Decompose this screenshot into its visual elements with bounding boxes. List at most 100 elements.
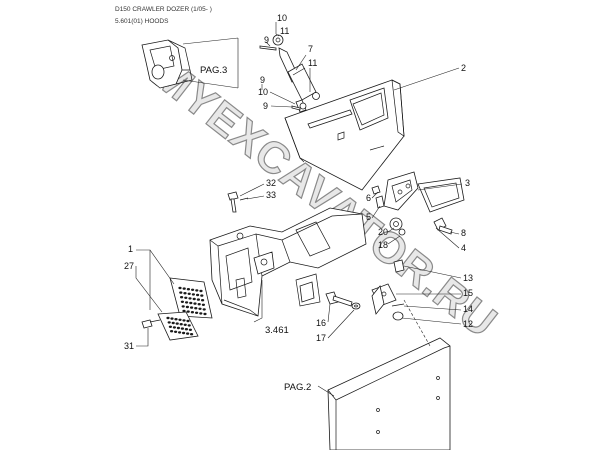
grille-hole [199,289,203,293]
grille-hole [184,328,188,331]
grille-drawing [141,277,213,341]
grille-hole [187,292,191,295]
grille-hole [176,326,180,330]
grille-hole [170,330,174,333]
hood-panel-drawing [284,79,405,191]
grille-hole [201,299,205,302]
pag3-reference[interactable]: PAG.3 [200,65,227,76]
grille-hole [192,297,196,301]
callout-7[interactable]: 7 [308,44,313,54]
grille-hole [182,319,186,322]
grille-hole [184,296,188,299]
grille-hole [186,332,190,335]
grille-hole [190,306,194,309]
grille-hole [181,305,185,308]
grille-hole [191,288,195,291]
callout-13[interactable]: 13 [463,273,473,283]
support-frame-drawing [209,207,367,317]
callout-11[interactable]: 11 [280,26,289,36]
callout-4[interactable]: 4 [461,243,466,253]
pag3-leader [182,37,239,89]
grille-hole [189,301,193,305]
callout-32[interactable]: 32 [266,178,276,188]
ref-3461-leader [253,280,263,323]
grille-hole [166,316,170,320]
diagram-subtitle: 5.601(01) HOODS [115,18,169,25]
callout-33[interactable]: 33 [266,190,276,200]
grille-hole [194,307,198,310]
callout-12[interactable]: 12 [463,319,473,329]
callout-27[interactable]: 27 [124,261,134,271]
callout-18[interactable]: 18 [378,240,388,250]
grille-hole [199,312,203,315]
grille-hole [186,310,190,313]
grille-perforations [178,286,207,316]
grille-hole [195,289,199,292]
grille-hole [203,312,207,316]
grille-hole [196,293,200,297]
callout-10[interactable]: 10 [258,87,268,97]
grille-hole [175,322,179,325]
grille-hole [180,296,184,299]
grille-hole [191,293,195,296]
grille-hole [178,331,182,334]
grille-hole [168,325,172,328]
grille-hole [186,288,190,291]
grille-hole [202,308,206,311]
ref-3461[interactable]: 3.461 [265,325,289,336]
callout-14[interactable]: 14 [463,304,473,314]
callout-9[interactable]: 9 [263,101,268,111]
grille-hole [183,323,187,326]
callout-8[interactable]: 8 [461,228,466,238]
grille-hole [188,328,192,331]
side-panel-drawing [327,299,451,450]
grille-hole [174,318,178,321]
callout-15[interactable]: 15 [463,288,473,298]
callout-3[interactable]: 3 [465,178,470,188]
grille-hole [198,307,202,310]
pag2-reference[interactable]: PAG.2 [284,382,311,393]
grille-hole [182,309,186,313]
grille-hole [190,333,194,336]
grille-hole [170,317,174,320]
callout-2[interactable]: 2 [461,63,466,73]
grille-hole [178,286,182,290]
bolt-16-17-drawing [325,291,361,310]
grille-hole [193,302,197,305]
grille-hole [167,321,171,324]
grille-hole [200,294,204,297]
callout-6[interactable]: 6 [366,193,371,203]
grille-hole [180,300,184,303]
latch-assembly-drawing [371,171,465,236]
grille-hole [188,297,192,300]
hinge-13-15-drawing [371,259,405,321]
grille-hole [201,303,205,306]
grille-hole [174,330,178,333]
diagram-title: D150 CRAWLER DOZER (1/05- ) [115,6,212,13]
callout-31[interactable]: 31 [124,341,134,351]
grille-hole [195,311,199,314]
callout-17[interactable]: 17 [316,333,326,343]
callout-11[interactable]: 11 [308,58,317,68]
grille-hole [172,326,176,329]
gas-spring-drawing [259,34,320,113]
pag2-leader [317,385,335,397]
callout-1[interactable]: 1 [128,244,133,254]
callout-20[interactable]: 20 [378,227,388,237]
grille-hole [196,298,200,301]
grille-hole [183,292,187,295]
callout-16[interactable]: 16 [316,318,326,328]
callout-5[interactable]: 5 [366,212,371,222]
grille-hole [171,321,175,325]
grille-hole [197,303,201,306]
callout-9[interactable]: 9 [260,75,265,85]
grille-hole [185,301,189,304]
callout-9[interactable]: 9 [264,35,269,45]
grille-hole [182,331,186,335]
callout-10[interactable]: 10 [277,13,287,23]
grille-hole [187,324,191,327]
hinge-bracket-drawing [141,39,193,89]
grille-hole [178,318,182,321]
